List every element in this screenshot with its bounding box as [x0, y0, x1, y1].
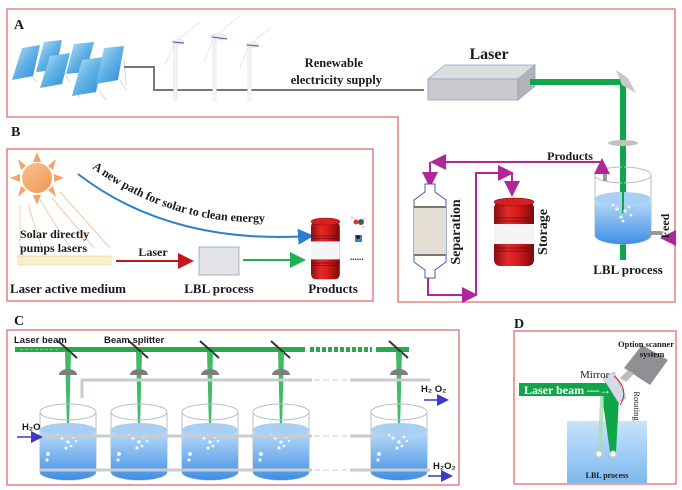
lbl-process-label-b: LBL process — [184, 281, 253, 296]
panel-b-label: B — [11, 125, 20, 140]
solar-panel-array-icon — [12, 40, 127, 101]
feed-label: Feed — [658, 213, 672, 238]
beam-splitter-icon — [57, 340, 78, 359]
laser-label: Laser — [469, 46, 508, 63]
wind-turbines-icon — [164, 15, 271, 101]
renewable-label-2: electricity supply — [291, 73, 383, 87]
focusing-lens-icon — [130, 369, 148, 375]
solar-pumps-label-2: pumps lasers — [20, 241, 87, 255]
reactor-branch — [252, 340, 310, 481]
beam-splitter-icon — [199, 340, 220, 359]
separation-label: Separation — [449, 199, 464, 265]
reactor-branch — [39, 340, 97, 481]
scanner-mirror-icon — [602, 371, 627, 403]
focal-spot-2 — [609, 450, 617, 458]
panel-d-label: D — [514, 317, 524, 332]
beam-splitter-icon — [128, 340, 149, 359]
split-beam — [136, 352, 142, 428]
rotation-arrow-icon — [613, 375, 625, 406]
sun-icon — [10, 152, 111, 249]
beam-splitter-icon — [270, 340, 291, 359]
h2-o2-label: H₂ O₂ — [421, 384, 446, 395]
focal-spot-1 — [595, 450, 603, 458]
split-beam — [65, 352, 71, 428]
lbl-process-label-a: LBL process — [593, 262, 662, 277]
products-label-a: Products — [547, 149, 593, 163]
optical-scanner-icon — [620, 345, 668, 385]
lbl-reactor-icon — [594, 165, 661, 245]
main-laser-beam — [15, 347, 409, 352]
lbl-process-box — [198, 246, 240, 276]
rotating-label: Rotating — [632, 391, 642, 421]
laser-beam-label-c: Laser beam — [14, 335, 67, 346]
split-beam — [278, 352, 284, 428]
laser-beam-label-d: Laser beam —→ — [524, 383, 611, 397]
new-path-label: A new path for solar to clean energy — [90, 159, 265, 225]
lbl-process-vessel-d — [567, 421, 647, 483]
more-products-ellipsis: ...... — [350, 252, 364, 262]
focusing-lens-icon — [272, 369, 290, 375]
scanner-label-1: Option scanner — [618, 339, 674, 349]
reactor-branch — [370, 340, 428, 481]
new-path-arrow — [77, 173, 314, 245]
focusing-lens-icon — [390, 369, 408, 375]
mirror-label: Mirror — [580, 369, 610, 381]
reactor-array — [39, 340, 428, 481]
laser-active-medium-label: Laser active medium — [10, 281, 126, 296]
beam-splitter-label: Beam splitter — [104, 335, 164, 346]
scanned-beam-d — [598, 396, 604, 452]
products-barrel-icon — [310, 217, 341, 280]
laser-source-icon — [426, 64, 537, 101]
reactor-branch — [181, 340, 239, 481]
panel-a-label: A — [14, 18, 25, 33]
lens-icon — [608, 140, 638, 146]
storage-label: Storage — [536, 209, 551, 255]
lbl-process-label-d: LBL process — [586, 471, 629, 480]
pipe-continuation — [314, 379, 348, 471]
storage-barrel-icon — [493, 197, 535, 267]
solar-pumps-label-1: Solar directly — [20, 227, 89, 241]
renewable-label-1: Renewable — [305, 56, 364, 70]
split-beam — [207, 352, 213, 428]
panel-c-frame — [6, 329, 460, 486]
pipe-network — [36, 378, 430, 472]
products-label-b: Products — [308, 281, 358, 296]
panel-d-frame — [513, 330, 677, 485]
split-beam — [396, 352, 402, 428]
laser-active-medium — [17, 255, 112, 266]
power-cable — [124, 66, 424, 91]
focusing-lens-icon — [201, 369, 219, 375]
h2o-label: H₂O — [22, 422, 40, 433]
panel-c-label: C — [14, 314, 24, 329]
mirror-icon — [616, 70, 636, 93]
h2o2-label: H₂O₂ — [433, 461, 456, 472]
reactor-branch — [110, 340, 168, 481]
focusing-lens-icon — [59, 369, 77, 375]
molecule-icons — [350, 216, 366, 242]
beam-splitter-icon — [388, 340, 409, 359]
separation-column-icon — [413, 183, 447, 279]
panel-b-frame — [6, 148, 374, 302]
laser-beam-d — [519, 383, 619, 452]
panel-a-frame — [6, 8, 676, 303]
laser-arrow-label: Laser — [138, 245, 168, 259]
scanner-label-2: system — [640, 349, 665, 359]
